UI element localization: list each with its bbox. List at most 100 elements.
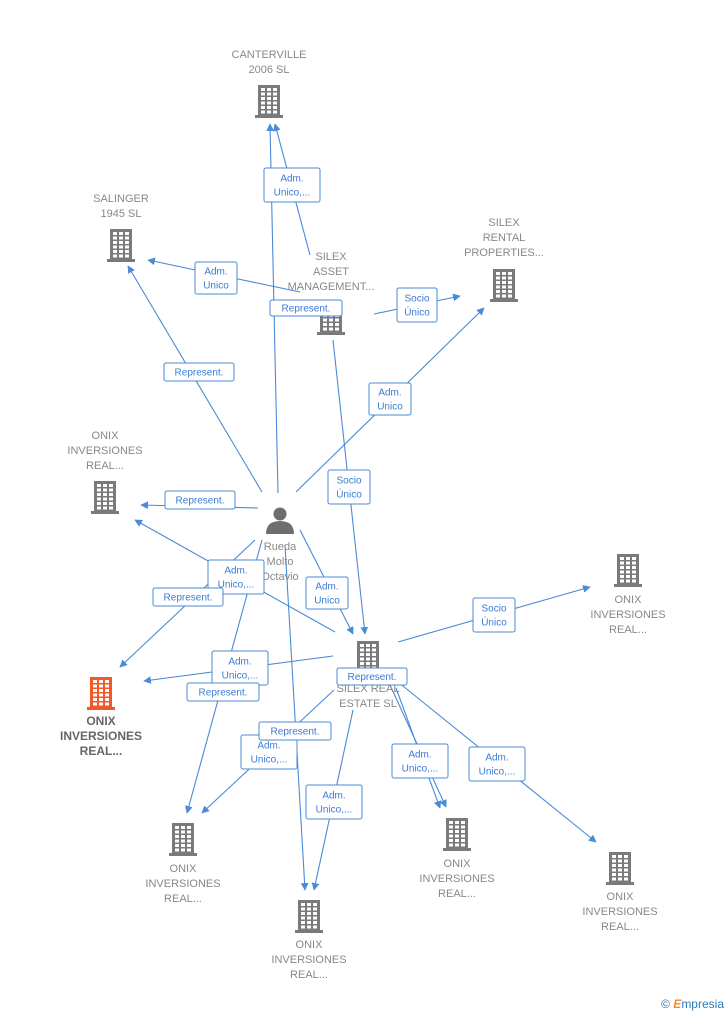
node-label: SILEX bbox=[315, 251, 347, 263]
edge-label-text: Unico,... bbox=[402, 764, 439, 775]
building-icon bbox=[107, 229, 135, 262]
node-label: REAL... bbox=[601, 921, 639, 933]
node-label: Octavio bbox=[261, 571, 298, 583]
building-icon bbox=[606, 852, 634, 885]
edge-label-box bbox=[336, 667, 408, 686]
node-label: Rueda bbox=[264, 541, 297, 553]
node-label: RENTAL bbox=[483, 232, 526, 244]
edge-label-silex_real-to-onix_a[interactable]: Adm.Unico,... bbox=[207, 559, 265, 595]
edge-label-rueda-to-onix_b[interactable]: Represent. bbox=[186, 682, 260, 702]
brand-name: mpresia bbox=[681, 997, 724, 1011]
building-icon bbox=[295, 900, 323, 933]
edge-label-text: Adm. bbox=[322, 791, 345, 802]
footer-brand: © Empresia bbox=[661, 997, 724, 1011]
node-label: REAL... bbox=[438, 888, 476, 900]
node-label: INVERSIONES bbox=[419, 873, 494, 885]
edge-label-text: Socio bbox=[481, 604, 506, 615]
edge-label-rueda-to-silex_rental[interactable]: Adm.Unico bbox=[368, 382, 412, 416]
edge-label-text: Represent. bbox=[176, 496, 225, 507]
node-label: CANTERVILLE bbox=[232, 49, 307, 61]
node-onix_b[interactable]: ONIXINVERSIONESREAL... bbox=[145, 823, 221, 905]
node-silex_asset[interactable]: SILEX ASSET MANAGEMENT... bbox=[288, 251, 375, 335]
node-onix_main[interactable]: ONIXINVERSIONESREAL... bbox=[60, 677, 142, 758]
edge-label-text: Único bbox=[481, 616, 507, 629]
edge-label-silex_real-to-onix_f[interactable]: Adm.Unico,... bbox=[468, 746, 526, 782]
edge-label-box bbox=[368, 382, 412, 416]
edge-label-text: Unico,... bbox=[316, 805, 353, 816]
edge-label-text: Unico,... bbox=[222, 671, 259, 682]
node-label: SILEX bbox=[488, 217, 520, 229]
node-label: REAL... bbox=[86, 460, 124, 472]
edge-label-box bbox=[258, 721, 332, 741]
node-label: Molto bbox=[267, 556, 294, 568]
edge-label-box bbox=[207, 559, 265, 595]
edge-label-rueda-to-canterville[interactable]: Represent. bbox=[269, 299, 343, 317]
node-label: ONIX bbox=[444, 858, 472, 870]
edge-label-rueda-to-onix_main[interactable]: Represent. bbox=[152, 587, 224, 607]
edge-label-silex_real-to-onix_main[interactable]: Adm. Unico,... bbox=[211, 650, 269, 686]
node-onix_c[interactable]: ONIXINVERSIONESREAL... bbox=[590, 554, 666, 636]
node-label: ONIX bbox=[86, 714, 115, 728]
node-label: INVERSIONES bbox=[590, 609, 665, 621]
edge-label-rueda-to-onix_e[interactable]: Represent. bbox=[336, 667, 408, 686]
node-label: REAL... bbox=[290, 969, 328, 981]
copyright-icon: © bbox=[661, 997, 670, 1011]
node-onix_d[interactable]: ONIX INVERSIONES REAL... bbox=[419, 818, 495, 900]
node-label: MANAGEMENT... bbox=[288, 281, 375, 293]
node-label: ONIX bbox=[92, 430, 120, 442]
edge-label-box bbox=[327, 469, 371, 505]
node-label: REAL... bbox=[80, 744, 123, 758]
node-label: INVERSIONES bbox=[60, 729, 142, 743]
edge-label-text: Represent. bbox=[348, 672, 397, 683]
edge-label-text: Único bbox=[404, 306, 430, 319]
edge-label-box bbox=[472, 597, 516, 633]
edge-label-silex_real-to-onix_e[interactable]: Adm. Unico,... bbox=[305, 784, 363, 820]
node-onix_e[interactable]: ONIXINVERSIONESREAL... bbox=[271, 900, 347, 981]
edge-label-silex_asset-to-salinger[interactable]: Adm.Unico bbox=[194, 261, 238, 295]
edge-label-text: Represent. bbox=[199, 688, 248, 699]
edge-label-box bbox=[186, 682, 260, 702]
edge-label-text: Adm. bbox=[257, 741, 280, 752]
building-icon bbox=[87, 677, 115, 710]
edge-label-box bbox=[194, 261, 238, 295]
building-icon bbox=[91, 481, 119, 514]
node-label: ASSET bbox=[313, 266, 349, 278]
edge-label-box bbox=[305, 784, 363, 820]
edge-label-text: Adm. bbox=[280, 174, 303, 185]
edge-label-silex_asset-to-canterville[interactable]: Adm. Unico,... bbox=[263, 167, 321, 203]
node-onix_f[interactable]: ONIXINVERSIONESREAL... bbox=[582, 852, 658, 933]
edge-label-text: Represent. bbox=[164, 593, 213, 604]
edge-label-text: Adm. bbox=[228, 657, 251, 668]
edge-label-rueda-to-onix_a[interactable]: Represent. bbox=[164, 490, 236, 510]
edge-label-text: Adm. bbox=[485, 753, 508, 764]
node-label: INVERSIONES bbox=[67, 445, 142, 457]
edge-label-text: Unico,... bbox=[274, 188, 311, 199]
edge-label-box bbox=[263, 167, 321, 203]
node-label: SILEX REAL bbox=[337, 683, 400, 695]
brand-initial: E bbox=[673, 997, 682, 1011]
edge-label-text: Único bbox=[336, 488, 362, 501]
node-label: SALINGER bbox=[93, 193, 149, 205]
edge-label-text: Adm. bbox=[224, 566, 247, 577]
node-onix_a[interactable]: ONIX INVERSIONES REAL... bbox=[67, 430, 143, 514]
building-icon bbox=[443, 818, 471, 851]
building-icon bbox=[490, 269, 518, 302]
edge-label-text: Adm. bbox=[408, 750, 431, 761]
edge-label-rueda-to-salinger[interactable]: Represent. bbox=[163, 362, 235, 382]
person-icon bbox=[266, 507, 294, 534]
edge-label-box bbox=[468, 746, 526, 782]
node-label: ESTATE SL bbox=[339, 698, 397, 710]
edge-label-box bbox=[396, 287, 438, 323]
edge-label-rueda-to-silex_real[interactable]: Adm.Unico bbox=[305, 576, 349, 610]
node-silex_rental[interactable]: SILEXRENTALPROPERTIES... bbox=[464, 217, 544, 302]
edge-label-silex_real-to-onix_d[interactable]: Adm. Unico,... bbox=[391, 743, 449, 779]
edge-label-text: Unico bbox=[377, 402, 403, 413]
node-label: ONIX bbox=[607, 891, 635, 903]
edge-label-rueda-to-onix_d[interactable]: Represent. bbox=[258, 721, 332, 741]
